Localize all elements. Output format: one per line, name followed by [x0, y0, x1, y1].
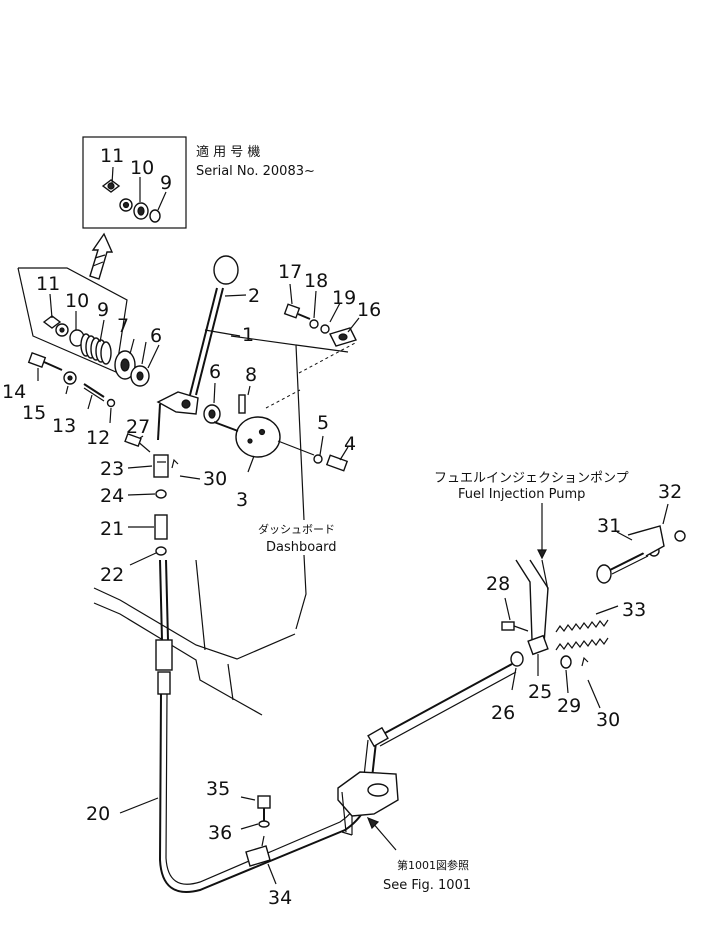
- part-number-25: 25: [528, 681, 552, 703]
- serial-inset: 11 10 9 適 用 号 機 Serial No. 20083~: [82, 136, 315, 229]
- part-number-6a: 6: [150, 325, 162, 347]
- part-number-21: 21: [100, 518, 124, 540]
- cotter-pin-a: [171, 458, 179, 469]
- inset-parts: [101, 166, 167, 223]
- part-number-31: 31: [597, 515, 621, 537]
- part-number-14: 14: [2, 381, 26, 403]
- see-fig-label-jp: 第1001図参照: [397, 858, 469, 872]
- part-number-30a: 30: [203, 468, 227, 490]
- part-number-16: 16: [357, 299, 381, 321]
- inset-frame: [82, 136, 187, 229]
- inset-label-9: 9: [160, 172, 172, 194]
- pin: [238, 394, 246, 414]
- part-number-29: 29: [557, 695, 581, 717]
- part-number-33: 33: [622, 599, 646, 621]
- dashboard-outline: [93, 335, 358, 716]
- spring-group: [17, 267, 160, 387]
- dashboard-label-jp: ダッシュボード: [258, 522, 335, 536]
- part-number-18: 18: [304, 270, 328, 292]
- dashboard-label-en: Dashboard: [266, 540, 337, 555]
- pump-lever-group: [501, 503, 572, 669]
- spring-coil: [80, 333, 112, 365]
- part-number-12: 12: [86, 427, 110, 449]
- inset-serial-jp: 適 用 号 機: [196, 144, 260, 160]
- part-number-20: 20: [86, 803, 110, 825]
- part-number-28: 28: [486, 573, 510, 595]
- part-number-23: 23: [100, 458, 124, 480]
- part-number-8: 8: [245, 364, 257, 386]
- part-number-5: 5: [317, 412, 329, 434]
- inset-arrow: [89, 232, 114, 280]
- fuel-pump-label-en: Fuel Injection Pump: [458, 487, 585, 502]
- part-number-24: 24: [100, 485, 124, 507]
- see-fig-label-en: See Fig. 1001: [383, 878, 471, 893]
- fuel-pump-label-jp: フュエルインジェクションポンプ: [434, 471, 629, 486]
- part-number-1: 1: [242, 324, 254, 346]
- part-number-3: 3: [236, 489, 248, 511]
- cable-mount-bracket: [337, 771, 399, 836]
- part-number-10: 10: [65, 290, 89, 312]
- part-number-9: 9: [97, 299, 109, 321]
- throttle-lever: [156, 255, 239, 441]
- part-number-34: 34: [268, 887, 292, 909]
- part-number-26: 26: [491, 702, 515, 724]
- part-number-13: 13: [52, 415, 76, 437]
- cable-joint-stack: [124, 432, 169, 556]
- adjust-bolt-group: [27, 352, 116, 408]
- part-number-32: 32: [658, 481, 682, 503]
- inset-serial-en: Serial No. 20083~: [196, 164, 315, 179]
- return-spring: [555, 619, 609, 651]
- part-number-11: 11: [36, 273, 60, 295]
- part-number-6b: 6: [209, 361, 221, 383]
- part-number-22: 22: [100, 564, 124, 586]
- eye-bolt-group: [596, 525, 686, 584]
- lever-knob: [213, 255, 239, 285]
- part-number-27: 27: [126, 416, 150, 438]
- part-number-19: 19: [332, 287, 356, 309]
- control-cable: [155, 559, 517, 893]
- part-number-15: 15: [22, 402, 46, 424]
- cable-clamp-group: [283, 303, 357, 347]
- cable-clip-group: [245, 795, 271, 867]
- part-number-2: 2: [248, 285, 260, 307]
- part-number-35: 35: [206, 778, 230, 800]
- part-number-17: 17: [278, 261, 302, 283]
- part-number-30b: 30: [596, 709, 620, 731]
- part-number-7: 7: [117, 315, 129, 337]
- leader-lines: [37, 283, 669, 885]
- cotter-pin-b: [581, 656, 589, 667]
- inset-label-11: 11: [100, 145, 124, 167]
- inset-label-10: 10: [130, 157, 154, 179]
- part-number-36: 36: [208, 822, 232, 844]
- part-number-4: 4: [344, 433, 356, 455]
- friction-plate: [213, 416, 349, 472]
